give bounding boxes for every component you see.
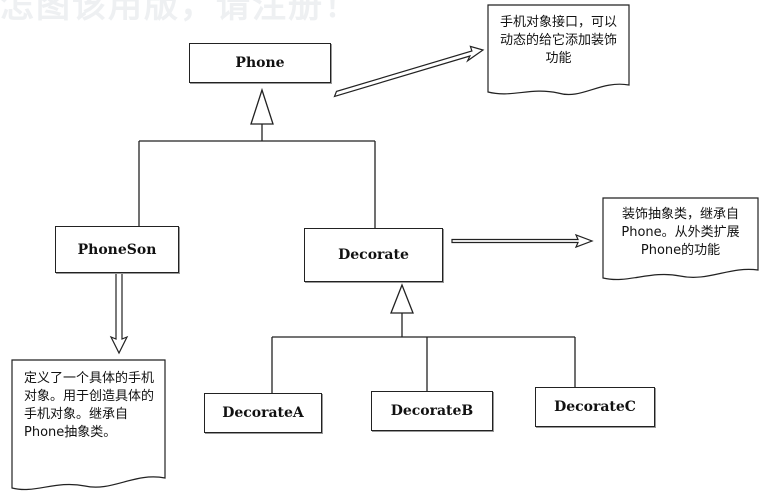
arrow-decorate-note	[451, 233, 594, 249]
class-decorate: Decorate	[304, 228, 443, 282]
class-phone: Phone	[189, 43, 331, 83]
class-phone-son: PhoneSon	[55, 226, 179, 273]
note-shape-phoneson	[11, 359, 166, 491]
note-shape-decorate	[602, 197, 759, 281]
class-decorate-c: DecorateC	[535, 387, 655, 427]
note-phone-interface: 手机对象接口，可以动态的给它添加装饰功能	[499, 15, 617, 66]
inheritance-triangle-decorate	[390, 283, 414, 314]
note-shape-phone	[487, 4, 630, 95]
class-decorate-a: DecorateA	[204, 393, 322, 433]
class-decorate-b: DecorateB	[371, 391, 493, 431]
watermark: 怎图该用版，请注册！	[0, 0, 360, 26]
note-decorate-abstract: 装饰抽象类，继承自Phone。从外类扩展Phone的功能	[621, 207, 740, 258]
note-phone-son-concrete: 定义了一个具体的手机对象。用于创造具体的手机对象。继承自Phone抽象类。	[24, 371, 155, 440]
inheritance-triangle-phone	[250, 87, 274, 125]
arrow-phoneson-note	[109, 272, 129, 355]
arrow-phone-note	[333, 45, 485, 98]
